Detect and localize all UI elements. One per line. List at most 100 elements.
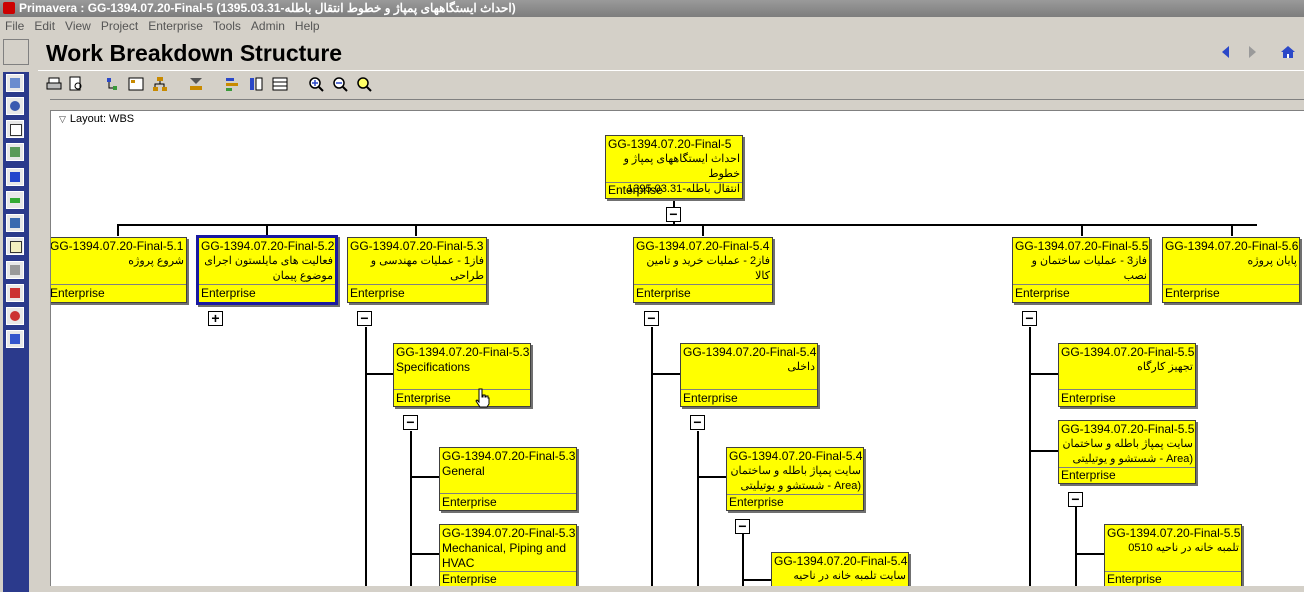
wbs-code: GG-1394.07.20-Final-5.4	[683, 345, 817, 359]
connector-line	[1081, 224, 1083, 236]
assignments-icon[interactable]	[6, 214, 24, 232]
risks-icon[interactable]	[6, 307, 24, 325]
menu-help[interactable]: Help	[294, 19, 320, 33]
wbs-node-pump-house-0510[interactable]: GG-1394.07.20-Final-5.4 سایت تلمبه خانه …	[771, 552, 909, 586]
wbs-icon[interactable]	[6, 168, 24, 186]
zoom-fit-icon[interactable]	[356, 76, 372, 92]
wbs-node-start[interactable]: GG-1394.07.20-Final-5.1 شروع پروژه Enter…	[50, 237, 187, 303]
collapse-toggle[interactable]: −	[1022, 311, 1037, 326]
wbs-name: Mechanical, Piping and HVAC	[442, 541, 567, 570]
wbs-node-site-pumping[interactable]: GG-1394.07.20-Final-5.4 سایت پمپاژ باطله…	[726, 447, 864, 511]
wbs-name: تجهیز کارگاه	[1137, 361, 1193, 373]
page-header: Work Breakdown Structure	[38, 36, 1304, 70]
menu-view[interactable]: View	[65, 19, 91, 33]
wbs-enterprise: Enterprise	[201, 286, 256, 300]
collapse-toggle[interactable]: −	[403, 415, 418, 430]
wbs-node-milestones[interactable]: GG-1394.07.20-Final-5.2 فعالیت های مایلس…	[196, 235, 338, 305]
zoom-out-icon[interactable]	[332, 76, 348, 92]
resources-icon[interactable]	[6, 97, 24, 115]
back-arrow-icon[interactable]	[1218, 44, 1234, 60]
collapse-toggle[interactable]: −	[690, 415, 705, 430]
connector-line	[1075, 507, 1077, 586]
layout-bar[interactable]: ▽Layout: WBS	[50, 110, 1304, 128]
toolbar-handle-icon[interactable]	[3, 39, 29, 65]
node-divider	[394, 389, 530, 390]
collapse-toggle[interactable]: −	[666, 207, 681, 222]
menu-file[interactable]: File	[5, 19, 25, 33]
wbs-node-phase1[interactable]: GG-1394.07.20-Final-5.3 فاز1 - عملیات مه…	[347, 237, 487, 303]
wbs-node-mechanical[interactable]: GG-1394.07.20-Final-5.3 Mechanical, Pipi…	[439, 524, 577, 586]
menu-tools[interactable]: Tools	[212, 19, 241, 33]
connector-line	[742, 579, 772, 581]
wbs-node-domestic[interactable]: GG-1394.07.20-Final-5.4 داخلی Enterprise	[680, 343, 818, 407]
menu-enterprise[interactable]: Enterprise	[148, 19, 203, 33]
bars-icon[interactable]	[248, 76, 264, 92]
wbs-name: سایت پمپاژ باطله و ساختمان(Area - شستشو …	[730, 465, 861, 492]
wbs-name: سایت تلمبه خانه در ناحیه 0510	[793, 570, 906, 586]
connector-line	[1029, 373, 1059, 375]
wbs-name: شروع پروژه	[128, 255, 184, 267]
collapse-toggle[interactable]: −	[735, 519, 750, 534]
connector-line	[266, 224, 268, 236]
node-divider	[1105, 571, 1241, 572]
left-navigation-toolbar	[0, 36, 30, 592]
wbs-node-end[interactable]: GG-1394.07.20-Final-5.6 پایان پروژه Ente…	[1162, 237, 1300, 303]
window-titlebar: Primavera : GG-1394.07.20-Final-5 (احداث…	[0, 0, 1304, 17]
menu-project[interactable]: Project	[100, 19, 139, 33]
connector-line	[651, 327, 653, 586]
table-icon[interactable]	[272, 76, 288, 92]
wbs-enterprise: Enterprise	[442, 495, 497, 509]
thresholds-icon[interactable]	[6, 261, 24, 279]
home-icon[interactable]	[1280, 44, 1296, 60]
tracking-icon[interactable]	[6, 143, 24, 161]
group-sort-icon[interactable]	[188, 76, 204, 92]
wbs-code: GG-1394.07.20-Final-5.1	[50, 239, 184, 253]
wbs-node-root[interactable]: GG-1394.07.20-Final-5 احداث ایستگاههای پ…	[605, 135, 743, 199]
connector-line	[117, 224, 1257, 226]
wbs-enterprise: Enterprise	[729, 495, 784, 509]
wbs-code: GG-1394.07.20-Final-5.5	[1107, 526, 1241, 540]
print-icon[interactable]	[46, 76, 62, 92]
node-divider	[1059, 389, 1195, 390]
node-divider	[634, 284, 772, 285]
projects-icon[interactable]	[6, 74, 24, 92]
wbs-node-phase3[interactable]: GG-1394.07.20-Final-5.5 فاز3 - عملیات سا…	[1012, 237, 1150, 303]
collapse-toggle[interactable]: −	[1068, 492, 1083, 507]
wbs-node-pump-house-5[interactable]: GG-1394.07.20-Final-5.5 تلمبه خانه در نا…	[1104, 524, 1242, 586]
connector-line	[742, 534, 744, 586]
menu-admin[interactable]: Admin	[250, 19, 285, 33]
wbs-name: داخلی	[787, 361, 815, 373]
import-icon[interactable]	[6, 330, 24, 348]
wbs-name: Specifications	[396, 360, 471, 374]
wbs-node-site-pumping-5[interactable]: GG-1394.07.20-Final-5.5 سایت پمپاژ باطله…	[1058, 420, 1196, 484]
node-divider	[681, 389, 817, 390]
wbs-name: فعالیت های مایلستون اجرای موضوع پیمان	[204, 255, 333, 282]
layout-options-icon[interactable]	[128, 76, 144, 92]
wbs-node-site-mobilization[interactable]: GG-1394.07.20-Final-5.5 تجهیز کارگاه Ent…	[1058, 343, 1196, 407]
node-divider	[1163, 284, 1299, 285]
layout-dropdown-icon[interactable]: ▽	[59, 114, 66, 124]
wbs-node-phase2[interactable]: GG-1394.07.20-Final-5.4 فاز2 - عملیات خر…	[633, 237, 773, 303]
forward-arrow-icon[interactable]	[1244, 44, 1260, 60]
wbs-toolbar	[38, 70, 1304, 100]
chart-box-icon[interactable]	[104, 76, 120, 92]
issues-icon[interactable]	[6, 284, 24, 302]
zoom-in-icon[interactable]	[308, 76, 324, 92]
columns-icon[interactable]	[224, 76, 240, 92]
wbs-code: GG-1394.07.20-Final-5.2	[201, 239, 335, 253]
reports-icon[interactable]	[6, 120, 24, 138]
collapse-toggle[interactable]: −	[644, 311, 659, 326]
connector-line	[1231, 224, 1233, 236]
panel-left-margin	[38, 98, 50, 586]
connector-line	[410, 553, 440, 555]
expand-toggle[interactable]: +	[208, 311, 223, 326]
print-preview-icon[interactable]	[68, 76, 84, 92]
wbs-node-general[interactable]: GG-1394.07.20-Final-5.3 General Enterpri…	[439, 447, 577, 511]
work-products-icon[interactable]	[6, 237, 24, 255]
wbs-tree-icon[interactable]	[152, 76, 168, 92]
collapse-toggle[interactable]: −	[357, 311, 372, 326]
activities-icon[interactable]	[6, 191, 24, 209]
wbs-name: فاز2 - عملیات خرید و تامین کالا	[646, 255, 770, 282]
wbs-node-specifications[interactable]: GG-1394.07.20-Final-5.3 Specifications E…	[393, 343, 531, 407]
menu-edit[interactable]: Edit	[34, 19, 56, 33]
